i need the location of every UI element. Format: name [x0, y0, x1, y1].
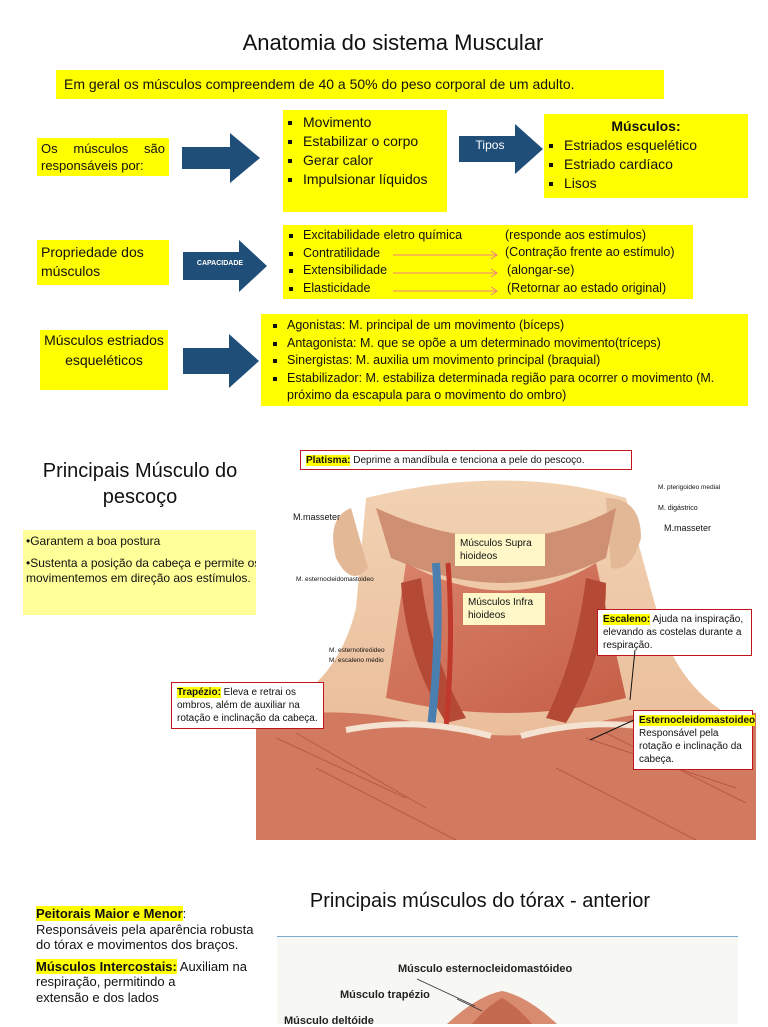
- callout-desc: Responsável pela rotação e inclinação da…: [639, 728, 742, 765]
- label-pterigoideo: M. pterigoideo medial: [658, 484, 721, 491]
- callout-title: Escaleno:: [603, 614, 651, 625]
- list-item: Excitabilidade eletro química: [303, 227, 513, 245]
- arrow-right-icon: [183, 334, 259, 388]
- properties-label: Propriedade dos músculos: [37, 240, 169, 285]
- page-title: Anatomia do sistema Muscular: [242, 30, 544, 55]
- list-item: Agonistas: M. principal de um movimento …: [287, 317, 744, 335]
- muscle-types-title: Músculos:: [611, 118, 681, 134]
- responsibilities-list: Movimento Estabilizar o corpo Gerar calo…: [283, 110, 447, 212]
- callout-title: Platisma:: [306, 455, 351, 466]
- thorax-label-trapezio: Músculo trapézio: [340, 989, 430, 1001]
- callout-escaleno: Escaleno: Ajuda na inspiração, elevando …: [597, 609, 752, 656]
- property-desc: (Contração frente ao estímulo): [505, 245, 675, 259]
- list-item: Contratilidade: [303, 245, 513, 263]
- thorax-label-ecm: Músculo esternocleidomastóideo: [398, 963, 573, 975]
- callout-desc: Eleva e retrai os ombros, além de auxili…: [177, 687, 318, 724]
- label-esternotireoideo: M. esternotireóideo: [329, 647, 385, 654]
- property-arrows-icon: [393, 250, 498, 296]
- callout-pointer-lines: [589, 649, 636, 741]
- arrow-label-tipos: Tipos: [475, 138, 505, 152]
- label-supra-hioideos: Músculos Supra hioideos: [455, 534, 545, 566]
- neck-heading: Principais Músculo do pescoço: [42, 460, 238, 508]
- list-item: Estriados esquelético: [564, 136, 748, 155]
- label-masseter-left: M.masseter: [293, 512, 341, 522]
- peitorais-desc: Responsáveis pela aparência robusta do t…: [36, 921, 254, 953]
- list-item: Estabilizador: M. estabiliza determinada…: [287, 370, 744, 405]
- intro-note: Em geral os músculos compreendem de 40 a…: [56, 70, 664, 99]
- callout-trapezio: Trapézio: Eleva e retrai os ombros, além…: [171, 682, 324, 729]
- intercostais-desc: Auxiliam na respiração, permitindo a: [36, 958, 247, 990]
- list-item: Lisos: [564, 174, 748, 193]
- arrow-tipos-icon: [459, 124, 543, 174]
- label-digastrico: M. digástrico: [658, 505, 698, 512]
- properties-list: Excitabilidade eletro química Contratili…: [283, 225, 693, 299]
- thorax-heading: Principais músculos do tórax - anterior: [309, 890, 651, 912]
- list-item: Movimento: [303, 113, 447, 132]
- skeletal-muscles-label: Músculos estriados esqueléticos: [40, 330, 168, 390]
- property-desc: (alongar-se): [507, 263, 575, 277]
- label-ecm-small: M. esternocleidomastoideo: [296, 576, 374, 583]
- list-item: Extensibilidade: [303, 262, 513, 280]
- property-desc: (responde aos estímulos): [505, 228, 647, 242]
- list-item: Sinergistas: M. auxilia um movimento pri…: [287, 352, 744, 370]
- callout-title: Trapézio:: [177, 687, 221, 698]
- arrow-capacidade-icon: [183, 240, 267, 292]
- label-escaleno-medio: M. escaleno médio: [329, 657, 384, 664]
- list-item: Elasticidade: [303, 280, 513, 298]
- skeletal-roles-list: Agonistas: M. principal de um movimento …: [261, 314, 748, 406]
- intercostais-desc-cut: extensão e dos lados: [36, 989, 159, 1005]
- list-item: Gerar calor: [303, 151, 447, 170]
- label-infra-hioideos: Músculos Infra hioideos: [463, 593, 545, 625]
- list-item: Impulsionar líquidos: [303, 170, 447, 189]
- intercostais-title: Músculos Intercostais:: [36, 958, 177, 974]
- thorax-anatomy-image: [277, 936, 738, 1024]
- responsibilities-label: Os músculos são responsáveis por:: [37, 138, 169, 176]
- list-item: Antagonista: M. que se opõe a um determi…: [287, 335, 744, 353]
- peitorais-title: Peitorais Maior e Menor: [36, 906, 183, 921]
- callout-title: Esternocleidomastoideo: [639, 715, 756, 726]
- thorax-label-deltoide: Músculo deltóide: [284, 1015, 374, 1027]
- callout-platisma: Platisma: Deprime a mandíbula e tenciona…: [300, 450, 632, 470]
- neck-notes: •Garantem a boa postura •Sustenta a posi…: [23, 530, 279, 615]
- list-item: Estriado cardíaco: [564, 155, 748, 174]
- callout-desc: Deprime a mandíbula e tenciona a pele do…: [350, 455, 585, 466]
- list-item: Estabilizar o corpo: [303, 132, 447, 151]
- arrow-right-icon: [182, 133, 260, 183]
- arrow-label-capacidade: CAPACIDADE: [196, 260, 244, 267]
- property-desc: (Retornar ao estado original): [507, 281, 667, 295]
- thorax-notes: Peitorais Maior e Menor: Responsáveis pe…: [36, 906, 254, 1005]
- neck-note: •Garantem a boa postura: [26, 534, 161, 548]
- callout-desc: Ajuda na inspiração, elevando as costela…: [603, 614, 744, 651]
- muscle-types-box: Músculos: Estriados esquelético Estriado…: [544, 114, 748, 198]
- label-masseter-right: M.masseter: [664, 523, 712, 533]
- callout-ecm: Esternocleidomastoideo Responsável pela …: [633, 710, 756, 770]
- neck-note: •Sustenta a posição da cabeça e permite …: [26, 555, 261, 586]
